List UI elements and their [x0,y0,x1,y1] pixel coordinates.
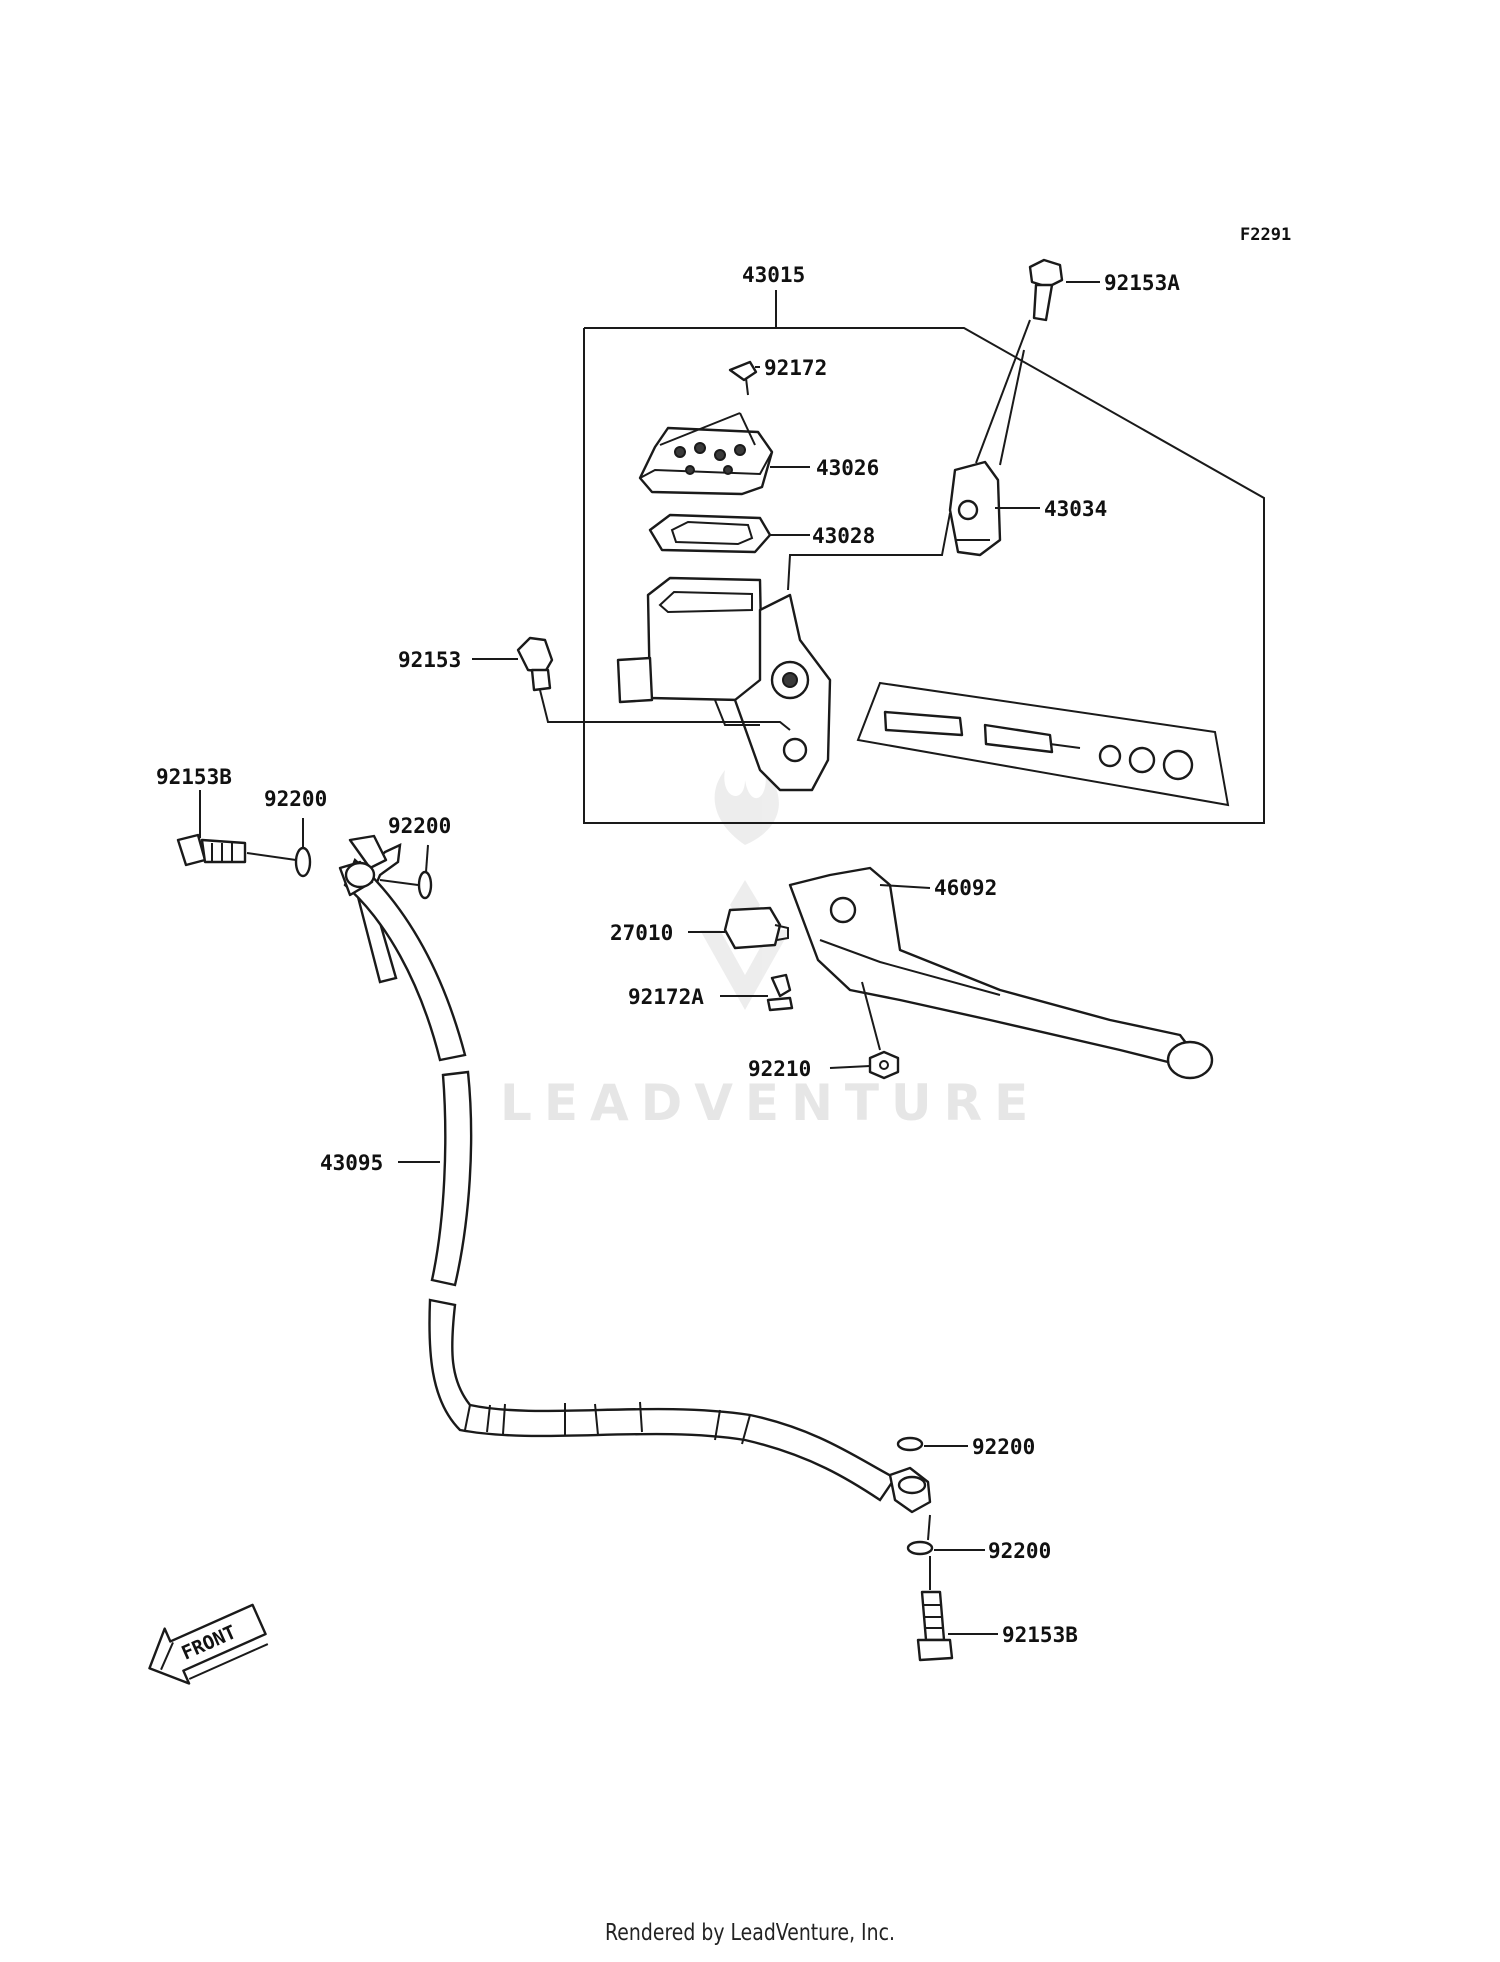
callout-92153B-bottom: 92153B [1002,1623,1078,1647]
callout-46092: 46092 [934,876,997,900]
callout-92153: 92153 [398,648,461,672]
leader-lines [199,281,1100,1635]
callout-92200-a: 92200 [264,787,327,811]
part-92153A-bolt[interactable] [787,258,1064,591]
flame-logo-icon [700,770,790,1010]
callout-92153A: 92153A [1104,271,1180,295]
master-cylinder-body[interactable] [616,576,832,792]
part-92153-bolt[interactable] [516,636,791,731]
part-92200-washer-c[interactable] [896,1436,924,1452]
part-92172-screw[interactable] [728,360,758,396]
callout-92153B-top: 92153B [156,765,232,789]
part-92200-washer-d[interactable] [906,1540,934,1556]
callout-92210: 92210 [748,1057,811,1081]
part-92200-washer-b[interactable] [379,844,433,900]
callout-43015: 43015 [742,263,805,287]
part-43034-switch[interactable] [948,460,1002,557]
part-43028-diaphragm[interactable] [648,513,772,554]
callout-92172: 92172 [764,356,827,380]
callout-43034: 43034 [1044,497,1107,521]
watermark: LEADVENTURE [500,770,1040,1132]
hose-banjo-top[interactable] [338,860,376,897]
callout-92172A: 92172A [628,985,704,1009]
part-92153B-top-bolt[interactable] [176,833,297,867]
callout-43026: 43026 [816,456,879,480]
part-27010-switch[interactable] [723,906,789,950]
piston-kit-panel[interactable] [856,681,1230,807]
front-arrow-icon: FRONT [148,1603,269,1685]
part-92172A-screw[interactable] [766,973,794,1012]
callout-27010: 27010 [610,921,673,945]
callout-43095: 43095 [320,1151,383,1175]
part-92200-washer-a[interactable] [294,818,312,878]
watermark-text: LEADVENTURE [500,1074,1040,1132]
part-46092-lever[interactable] [788,866,1214,1080]
callout-43028: 43028 [812,524,875,548]
callout-92200-c: 92200 [972,1435,1035,1459]
callout-92200-d: 92200 [988,1539,1051,1563]
callout-92200-b: 92200 [388,814,451,838]
footer-credit: Rendered by LeadVenture, Inc. [605,1920,895,1946]
figure-code: F2291 [1240,225,1291,245]
hose-banjo-bottom[interactable] [888,1466,932,1514]
part-92153B-bottom-bolt[interactable] [916,1514,954,1662]
assembly-43015-frame [583,290,1265,824]
part-43026-reservoir-cap[interactable] [638,426,774,496]
part-92210-nut[interactable] [861,981,900,1080]
